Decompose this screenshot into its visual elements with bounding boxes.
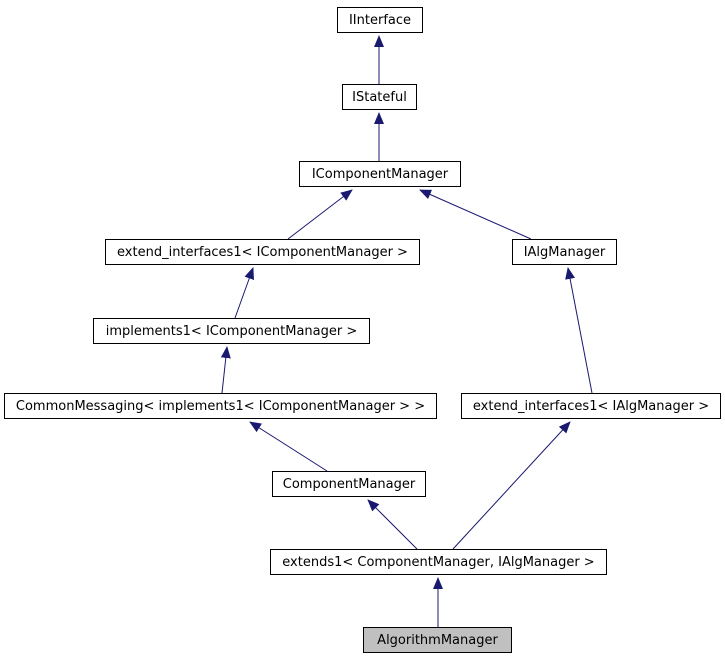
class-node-commonmessaging-implements1[interactable]: CommonMessaging< implements1< IComponent… <box>4 393 437 419</box>
class-node-implements1-icomponentmanager[interactable]: implements1< IComponentManager > <box>93 318 370 344</box>
edge-ialgmanager-to-icomponentmanager <box>419 189 532 240</box>
edge-extends1-to-componentmanager <box>367 499 418 550</box>
class-node-iinterface[interactable]: IInterface <box>337 7 423 33</box>
edge-extends1-to-extendinterfaces1ialgm <box>452 421 571 550</box>
edge-extendinterfaces1ialgm-to-ialgmanager <box>565 267 593 394</box>
edge-componentmanager-to-commonmessaging <box>249 421 328 472</box>
class-node-algorithmmanager-current: AlgorithmManager <box>363 627 512 653</box>
edge-extendinterfaces1icm-to-icomponentmanager <box>287 189 353 240</box>
class-node-extend-interfaces1-ialgmanager[interactable]: extend_interfaces1< IAlgManager > <box>461 393 721 419</box>
edge-commonmessaging-to-implements1icm <box>220 346 231 394</box>
edge-implements1icm-to-extendinterfaces1icm <box>234 267 254 319</box>
class-node-istateful[interactable]: IStateful <box>342 84 417 110</box>
class-node-icomponentmanager[interactable]: IComponentManager <box>299 161 461 187</box>
class-node-ialgmanager[interactable]: IAlgManager <box>512 239 617 265</box>
class-node-componentmanager[interactable]: ComponentManager <box>272 471 426 497</box>
class-node-extend-interfaces1-icomponentmanager[interactable]: extend_interfaces1< IComponentManager > <box>105 239 420 265</box>
class-node-extends1-componentmanager-ialgmanager[interactable]: extends1< ComponentManager, IAlgManager … <box>270 549 607 575</box>
